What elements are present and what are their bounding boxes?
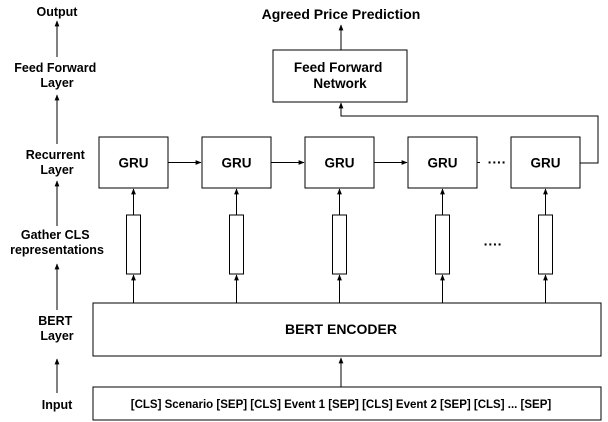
gru-label: GRU bbox=[428, 156, 458, 171]
bert-encoder-box: BERT ENCODER bbox=[92, 302, 602, 357]
gru-ellipsis: ···· bbox=[488, 154, 507, 170]
output-label: Agreed Price Prediction bbox=[262, 6, 421, 22]
layer-label-input: Input bbox=[42, 398, 73, 412]
layer-label-bert: BERT Layer bbox=[38, 314, 76, 343]
layer-label-recurrent-line2: Layer bbox=[40, 163, 73, 177]
bert-encoder-label: BERT ENCODER bbox=[285, 321, 397, 337]
cls-ellipsis: ···· bbox=[484, 236, 503, 252]
cls-representation-1 bbox=[126, 214, 141, 275]
cls-representation-row bbox=[126, 188, 553, 303]
layer-label-bert-line1: BERT bbox=[38, 314, 72, 328]
layer-label-feed-forward-line2: Layer bbox=[40, 76, 73, 90]
cls-representation-2 bbox=[229, 214, 244, 275]
feed-forward-network-label: Feed Forward Network bbox=[294, 60, 386, 91]
gru-label: GRU bbox=[325, 156, 355, 171]
cls-representation-4 bbox=[435, 214, 450, 275]
gru-cell-1: GRU bbox=[98, 136, 169, 189]
layer-label-output: Output bbox=[37, 5, 79, 19]
input-sequence-label: [CLS] Scenario [SEP] [CLS] Event 1 [SEP]… bbox=[131, 399, 552, 411]
gru-cell-5: GRU bbox=[510, 136, 581, 189]
ffn-label-line2: Network bbox=[313, 76, 367, 91]
feed-forward-network-box: Feed Forward Network bbox=[272, 49, 408, 103]
layer-label-recurrent: Recurrent Layer bbox=[26, 148, 89, 177]
layer-label-gather-line2: representations bbox=[10, 243, 104, 257]
layer-label-feed-forward-line1: Feed Forward bbox=[14, 61, 96, 75]
layer-label-feed-forward: Feed Forward Layer bbox=[14, 61, 99, 90]
gru-row: GRU GRU GRU GRU GRU bbox=[98, 136, 581, 189]
layer-label-recurrent-line1: Recurrent bbox=[26, 148, 86, 162]
layer-label-gather: Gather CLS representations bbox=[10, 228, 104, 257]
gru-label: GRU bbox=[222, 156, 252, 171]
layer-label-bert-line2: Layer bbox=[40, 329, 73, 343]
input-sequence-box: [CLS] Scenario [SEP] [CLS] Event 1 [SEP]… bbox=[92, 386, 602, 421]
ffn-label-line1: Feed Forward bbox=[294, 60, 383, 75]
gru-label: GRU bbox=[119, 156, 149, 171]
gru-to-ffn-connector bbox=[338, 102, 599, 164]
gru-label: GRU bbox=[531, 156, 561, 171]
gru-cell-2: GRU bbox=[201, 136, 272, 189]
gru-cell-4: GRU bbox=[407, 136, 478, 189]
layer-label-gather-line1: Gather CLS bbox=[21, 228, 90, 242]
gru-cell-3: GRU bbox=[304, 136, 375, 189]
cls-representation-3 bbox=[332, 214, 347, 275]
cls-representation-5 bbox=[538, 214, 553, 275]
